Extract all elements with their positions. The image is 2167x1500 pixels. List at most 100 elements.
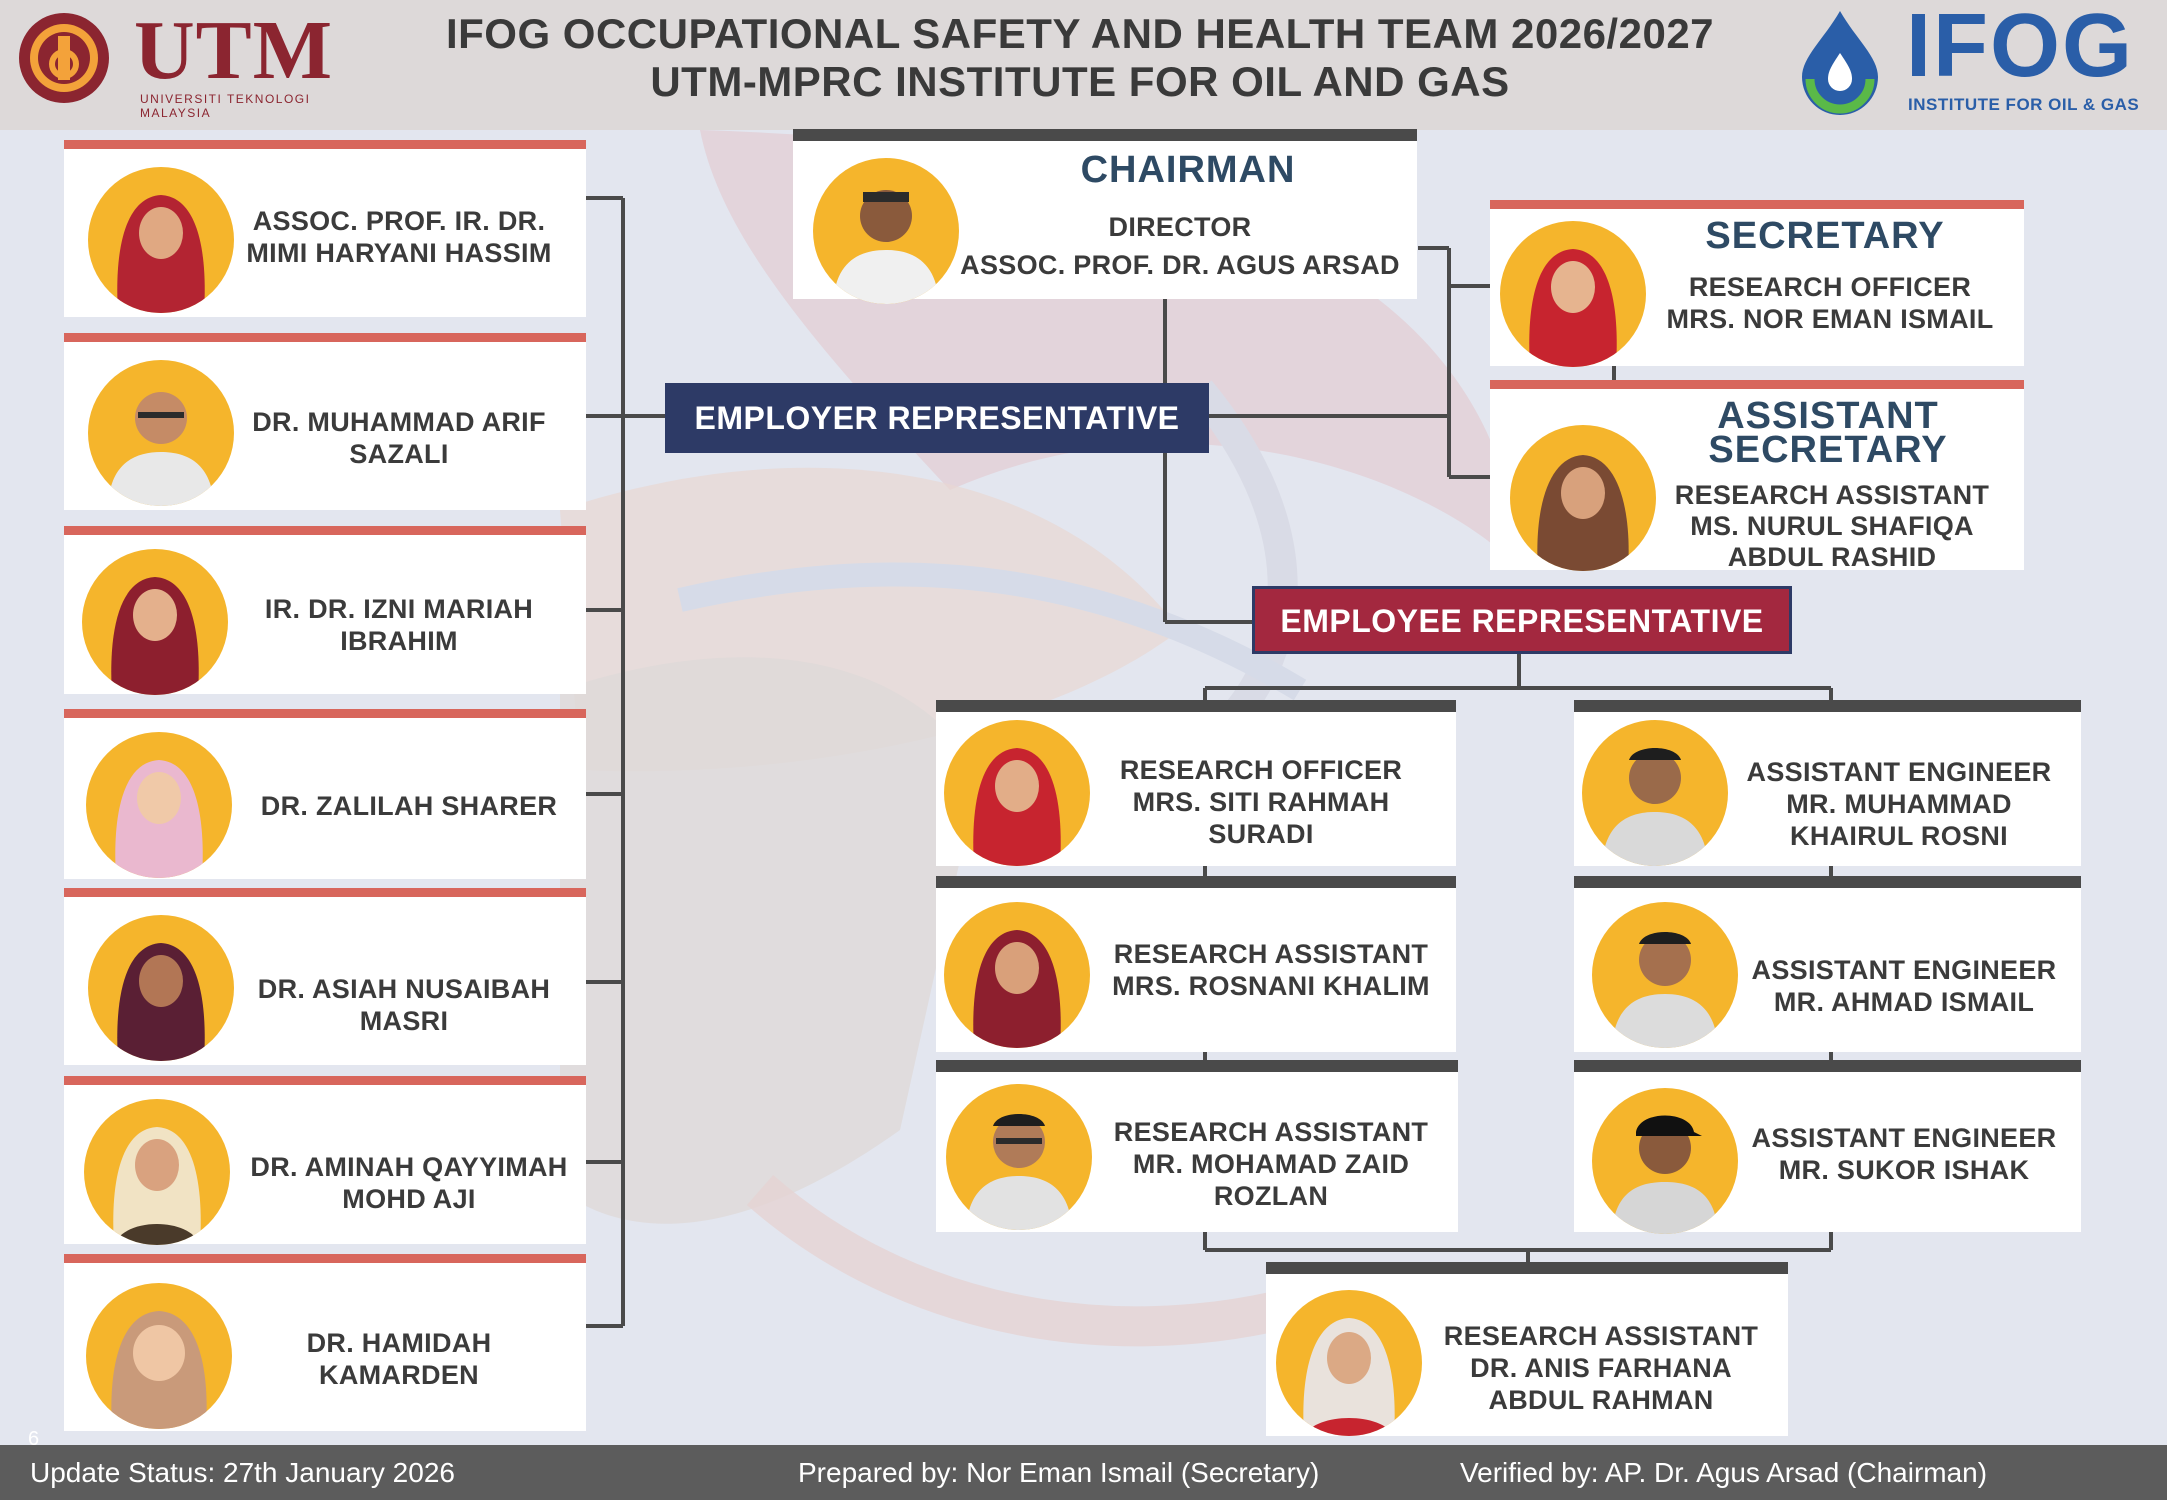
avatar — [944, 902, 1090, 1048]
chairman-name: ASSOC. PROF. DR. AGUS ARSAD — [960, 250, 1400, 280]
secretary-card: SECRETARY RESEARCH OFFICER MRS. NOR EMAN… — [1490, 200, 2024, 367]
person-avatar-icon — [111, 1311, 207, 1429]
employee-member-card: ASSISTANT ENGINEER MR. AHMAD ISMAIL — [1574, 876, 2081, 1052]
avatar — [946, 1084, 1092, 1230]
employer-member-name-line2: SAZALI — [349, 439, 449, 469]
employee-member-line1: RESEARCH ASSISTANT — [1443, 1321, 1759, 1351]
employee-member-card: RESEARCH OFFICER MRS. SITI RAHMAH SURADI — [936, 700, 1456, 866]
employee-member-card: ASSISTANT ENGINEER MR. SUKOR ISHAK — [1574, 1060, 2081, 1234]
avatar — [86, 1283, 232, 1429]
employer-member-card: DR. ASIAH NUSAIBAH MASRI — [64, 888, 586, 1065]
utm-logo-name: UTM — [134, 4, 333, 97]
employer-member-card: DR. MUHAMMAD ARIF SAZALI — [64, 333, 586, 510]
avatar — [88, 915, 234, 1061]
avatar — [86, 732, 232, 878]
assistant-secretary-card: ASSISTANT SECRETARY RESEARCH ASSISTANT M… — [1490, 380, 2024, 572]
utm-crest-icon — [19, 13, 109, 103]
secretary-position: RESEARCH OFFICER — [1688, 272, 1972, 302]
employee-member-line3: ABDUL RAHMAN — [1488, 1385, 1714, 1415]
avatar — [82, 549, 228, 695]
person-avatar-icon — [1303, 1318, 1395, 1436]
person-avatar-icon — [833, 190, 939, 304]
employee-member-card: ASSISTANT ENGINEER MR. MUHAMMAD KHAIRUL … — [1574, 700, 2081, 866]
employer-member-name-line1: DR. HAMIDAH — [306, 1328, 492, 1358]
employer-member-name-line2: MIMI HARYANI HASSIM — [246, 238, 552, 268]
page-number: 6 — [28, 1428, 40, 1450]
employer-member-name-line2: KAMARDEN — [319, 1360, 479, 1390]
employer-member-card: IR. DR. IZNI MARIAH IBRAHIM — [64, 526, 586, 695]
assistant-secretary-name-line1: MS. NURUL SHAFIQA — [1690, 511, 1974, 541]
employee-member-card: RESEARCH ASSISTANT DR. ANIS FARHANA ABDU… — [1266, 1262, 1788, 1436]
person-avatar-icon — [117, 195, 205, 313]
employer-member-name-line1: DR. ZALILAH SHARER — [260, 791, 558, 821]
avatar — [1592, 902, 1738, 1048]
person-avatar-icon — [115, 760, 203, 878]
person-avatar-icon — [108, 392, 214, 506]
avatar — [1592, 1088, 1738, 1234]
chairman-position: DIRECTOR — [1108, 212, 1252, 242]
employee-member-line1: ASSISTANT ENGINEER — [1746, 757, 2052, 787]
ifog-logo-subtitle: INSTITUTE FOR OIL & GAS — [1908, 95, 2140, 114]
employee-member-line2: MRS. ROSNANI KHALIM — [1112, 971, 1430, 1001]
employee-member-card: RESEARCH ASSISTANT MRS. ROSNANI KHALIM — [936, 876, 1456, 1052]
avatar — [1510, 425, 1656, 571]
employer-member-name-line2: MASRI — [359, 1006, 449, 1036]
employer-member-name-line1: DR. AMINAH QAYYIMAH — [250, 1152, 568, 1182]
chairman-role: CHAIRMAN — [1080, 149, 1296, 191]
utm-logo: UTM UNIVERSITI TEKNOLOGI MALAYSIA — [16, 4, 356, 120]
employee-member-line2: MR. SUKOR ISHAK — [1778, 1155, 2030, 1185]
employee-member-line3: KHAIRUL ROSNI — [1790, 821, 2008, 851]
page-title: IFOG OCCUPATIONAL SAFETY AND HEALTH TEAM… — [445, 10, 1715, 57]
avatar — [944, 720, 1090, 866]
person-avatar-icon — [1529, 249, 1617, 367]
person-avatar-icon — [973, 748, 1061, 866]
avatar — [813, 158, 959, 304]
employer-member-name-line2: MOHD AJI — [342, 1184, 476, 1214]
employee-member-line2: MR. MOHAMAD ZAID — [1132, 1149, 1410, 1179]
employee-member-line3: ROZLAN — [1213, 1181, 1329, 1211]
avatar — [1582, 720, 1728, 866]
utm-logo-subtitle: UNIVERSITI TEKNOLOGI MALAYSIA — [140, 92, 311, 120]
employer-member-name-line2: IBRAHIM — [340, 626, 458, 656]
avatar — [1276, 1290, 1422, 1436]
person-avatar-icon — [1612, 1115, 1718, 1234]
employer-member-name-line1: ASSOC. PROF. IR. DR. — [252, 206, 546, 236]
prepared-by: Prepared by: Nor Eman Ismail (Secretary) — [798, 1457, 1320, 1488]
chairman-card: CHAIRMAN DIRECTOR ASSOC. PROF. DR. AGUS … — [793, 129, 1417, 304]
employee-member-line3: SURADI — [1208, 819, 1314, 849]
employee-representative-label: EMPLOYEE REPRESENTATIVE — [1252, 586, 1792, 654]
employee-member-line2: DR. ANIS FARHANA — [1470, 1353, 1732, 1383]
person-avatar-icon — [1602, 748, 1708, 866]
secretary-role: SECRETARY — [1705, 215, 1945, 257]
assistant-secretary-position: RESEARCH ASSISTANT — [1674, 480, 1990, 510]
employee-member-line1: RESEARCH ASSISTANT — [1113, 1117, 1429, 1147]
employee-member-line2: MR. AHMAD ISMAIL — [1773, 987, 2035, 1017]
employer-member-card: DR. ZALILAH SHARER — [64, 709, 586, 879]
person-avatar-icon — [1612, 932, 1718, 1048]
person-avatar-icon — [966, 1114, 1072, 1230]
footer-bar: Update Status: 27th January 2026 Prepare… — [0, 1445, 2167, 1500]
ifog-logo: IFOG INSTITUTE FOR OIL & GAS — [1790, 0, 2150, 120]
employee-member-line1: ASSISTANT ENGINEER — [1751, 1123, 2057, 1153]
assistant-secretary-name-line2: ABDUL RASHID — [1727, 542, 1937, 572]
avatar — [88, 167, 234, 313]
employee-member-line1: ASSISTANT ENGINEER — [1751, 955, 2057, 985]
person-avatar-icon — [1537, 455, 1629, 571]
employer-member-name-line1: IR. DR. IZNI MARIAH — [264, 594, 534, 624]
avatar — [88, 360, 234, 506]
employer-member-card: ASSOC. PROF. IR. DR. MIMI HARYANI HASSIM — [64, 140, 586, 317]
employee-member-line1: RESEARCH ASSISTANT — [1113, 939, 1429, 969]
ifog-drop-icon — [1802, 11, 1878, 115]
employer-member-name-line1: DR. MUHAMMAD ARIF — [252, 407, 546, 437]
employee-member-card: RESEARCH ASSISTANT MR. MOHAMAD ZAID ROZL… — [936, 1060, 1458, 1232]
person-avatar-icon — [111, 577, 199, 695]
avatar — [1500, 221, 1646, 367]
person-avatar-icon — [973, 930, 1061, 1048]
secretary-name: MRS. NOR EMAN ISMAIL — [1666, 304, 1994, 334]
employer-member-name-line1: DR. ASIAH NUSAIBAH — [257, 974, 551, 1004]
avatar — [84, 1099, 230, 1245]
employer-member-card: DR. HAMIDAH KAMARDEN — [64, 1254, 586, 1431]
person-avatar-icon — [113, 1127, 201, 1245]
assistant-secretary-role-line1: ASSISTANT — [1717, 395, 1939, 437]
